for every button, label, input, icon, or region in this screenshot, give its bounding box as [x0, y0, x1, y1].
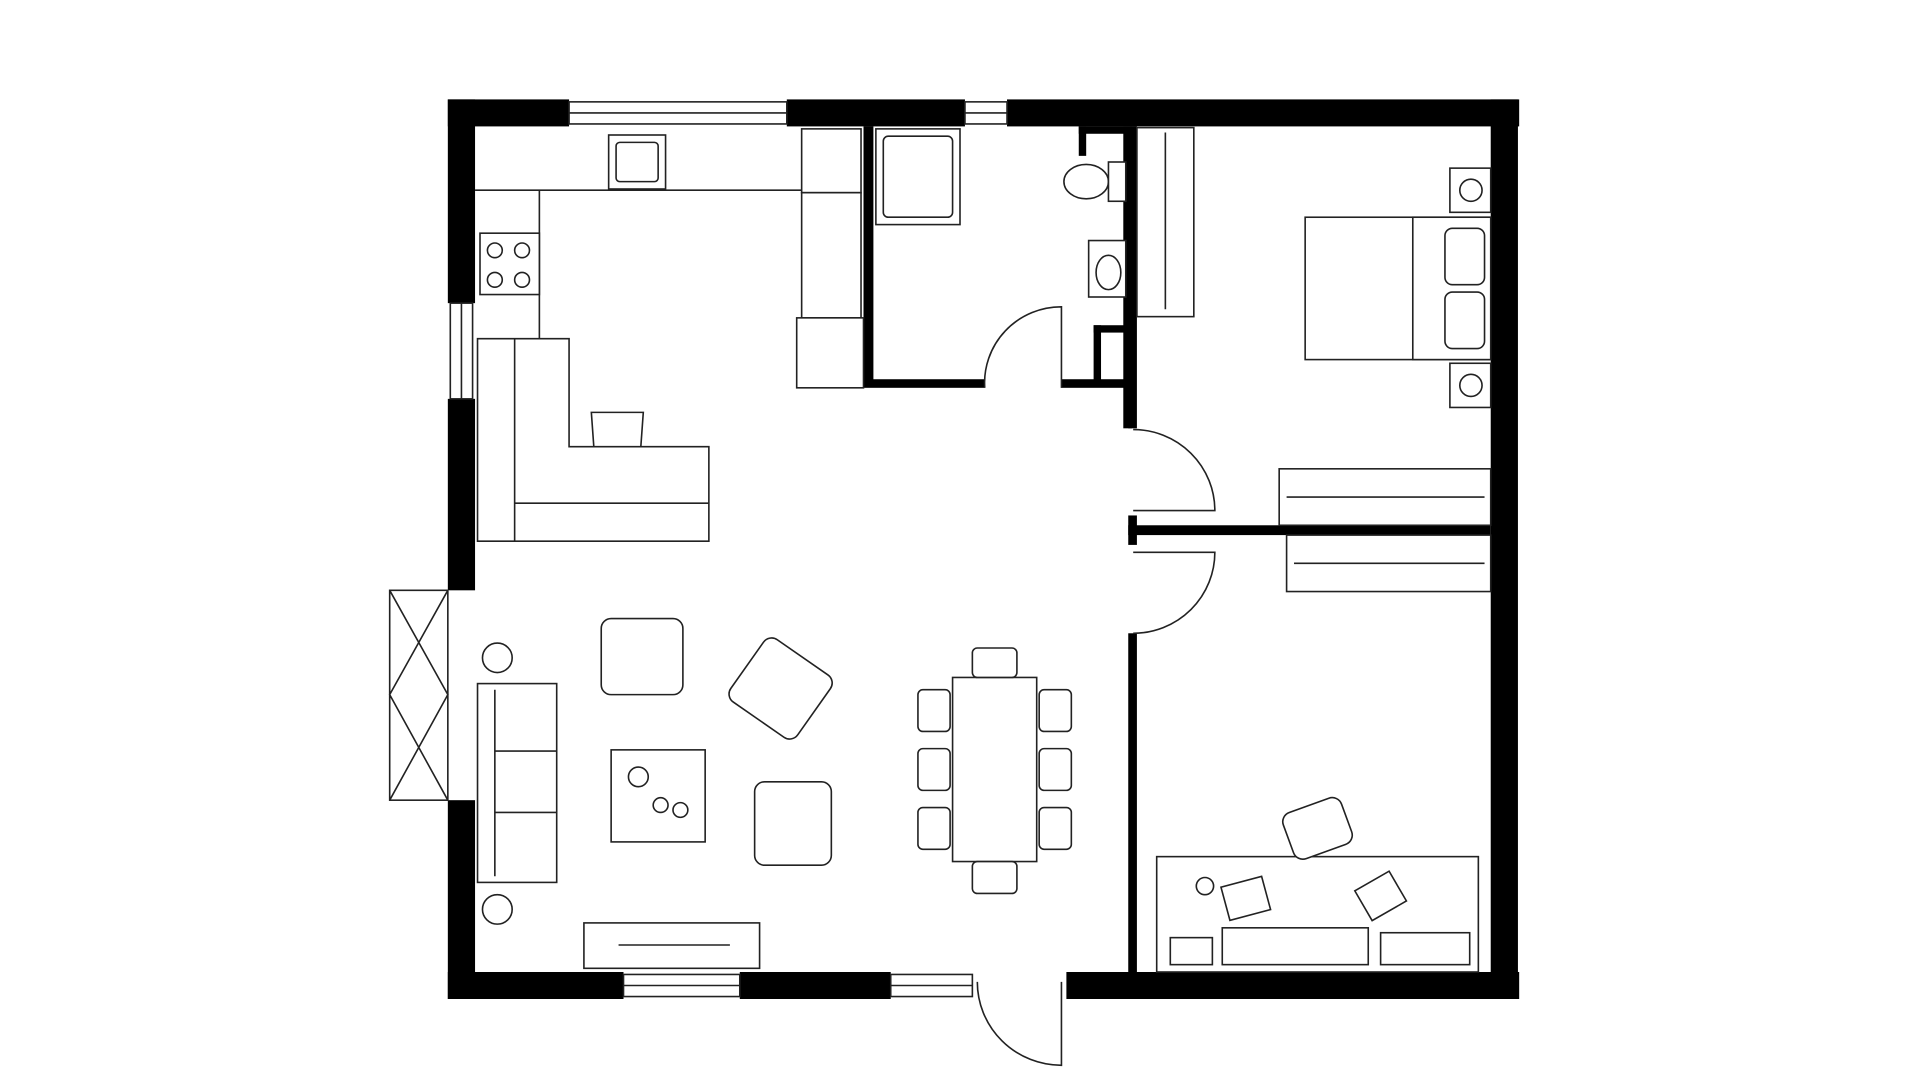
- living-room: [476, 617, 833, 970]
- bay-window: [388, 589, 449, 801]
- interior-walls: [863, 126, 1491, 972]
- kitchen: [475, 128, 865, 543]
- bathroom: [875, 128, 1127, 298]
- office: [1155, 796, 1480, 973]
- stove: [479, 232, 541, 296]
- entry-door: [976, 981, 1063, 1067]
- windows: [388, 101, 1008, 998]
- doors: [976, 306, 1216, 1067]
- bedroom: [1136, 126, 1492, 593]
- dining-area: [917, 647, 1073, 895]
- exterior-walls: [447, 99, 1520, 1000]
